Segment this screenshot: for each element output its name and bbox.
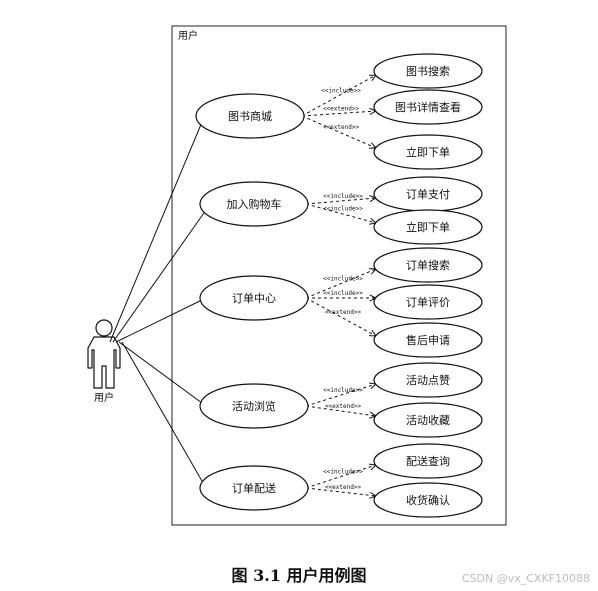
association-line bbox=[121, 341, 207, 489]
use-case-label: 配送查询 bbox=[406, 454, 450, 468]
association-line bbox=[115, 297, 207, 343]
dependency-relations: <<include>> <<extend>> <<extend>> <<include… bbox=[301, 74, 378, 499]
use-case-ellipse bbox=[373, 284, 483, 320]
use-case-c4: 订单支付 bbox=[373, 176, 483, 212]
use-case-c1: 图书搜索 bbox=[373, 53, 483, 89]
use-case-ellipse bbox=[373, 209, 483, 245]
relation-stereotype: <<include>> bbox=[323, 276, 363, 283]
use-case-ellipse bbox=[199, 275, 309, 321]
use-case-label: 图书详情查看 bbox=[395, 100, 461, 114]
relation-stereotype: <<include>> bbox=[323, 469, 363, 476]
use-case-mall: 图书商城 bbox=[195, 93, 305, 139]
use-case-delivery: 订单配送 bbox=[199, 465, 309, 511]
use-case-ellipse bbox=[373, 89, 483, 125]
use-case-label: 活动收藏 bbox=[406, 413, 450, 427]
relation-stereotype: <<include>> bbox=[323, 193, 363, 200]
association-line bbox=[118, 341, 207, 407]
use-case-label: 订单搜索 bbox=[406, 258, 450, 272]
use-case-label: 立即下单 bbox=[406, 220, 450, 234]
relation-line bbox=[301, 74, 377, 117]
relation: <<include>> bbox=[305, 193, 378, 205]
use-case-c3: 立即下单 bbox=[373, 134, 483, 170]
use-case-c8: 售后申请 bbox=[373, 322, 483, 358]
actor-head bbox=[95, 319, 113, 337]
use-case-cart: 加入购物车 bbox=[199, 181, 309, 227]
use-case-ellipse bbox=[373, 402, 483, 438]
relation-line bbox=[305, 464, 377, 489]
relation-stereotype: <<extend>> bbox=[325, 309, 362, 316]
relation-line bbox=[305, 203, 377, 224]
relation-line bbox=[305, 383, 377, 407]
use-case-label: 图书商城 bbox=[228, 109, 272, 123]
use-case-activity: 活动浏览 bbox=[199, 383, 309, 429]
use-case-ellipse bbox=[373, 134, 483, 170]
use-case-c5: 立即下单 bbox=[373, 209, 483, 245]
actor-associations bbox=[109, 121, 207, 489]
association-line bbox=[112, 209, 207, 343]
use-case-ellipse bbox=[373, 53, 483, 89]
use-case-label: 售后申请 bbox=[406, 333, 450, 347]
relation: <<extend>> bbox=[301, 115, 378, 149]
system-boundary-label: 用户 bbox=[178, 29, 198, 42]
use-case-order: 订单中心 bbox=[199, 275, 309, 321]
use-case-label: 活动浏览 bbox=[232, 399, 276, 413]
use-case-label: 活动点赞 bbox=[406, 374, 450, 387]
actor-label: 用户 bbox=[94, 391, 114, 404]
use-case-ellipse bbox=[195, 93, 305, 139]
use-case-ellipse bbox=[199, 465, 309, 511]
use-case-c12: 收货确认 bbox=[373, 482, 483, 518]
relation-stereotype: <<extend>> bbox=[325, 484, 362, 491]
secondary-use-cases: 图书搜索图书详情查看立即下单订单支付立即下单订单搜索订单评价售后申请活动点赞活动… bbox=[373, 53, 483, 518]
use-case-ellipse bbox=[373, 362, 483, 398]
use-case-ellipse bbox=[199, 181, 309, 227]
relation-stereotype: <<extend>> bbox=[323, 124, 360, 131]
use-case-label: 图书搜索 bbox=[406, 64, 450, 78]
use-case-ellipse bbox=[199, 383, 309, 429]
relation-stereotype: <<include>> bbox=[323, 206, 363, 213]
use-case-c2: 图书详情查看 bbox=[373, 89, 483, 125]
use-case-label: 加入购物车 bbox=[227, 197, 282, 211]
use-case-label: 订单评价 bbox=[406, 296, 450, 309]
actor-body bbox=[87, 336, 121, 389]
figure-caption: 图 3.1 用户用例图 bbox=[231, 566, 367, 585]
relation-line bbox=[305, 297, 377, 337]
use-case-c7: 订单评价 bbox=[373, 284, 483, 320]
use-case-label: 订单配送 bbox=[232, 481, 276, 495]
use-case-label: 收货确认 bbox=[406, 493, 450, 507]
system-boundary bbox=[171, 25, 507, 526]
relation-line bbox=[305, 268, 377, 299]
relation-stereotype: <<include>> bbox=[323, 290, 363, 297]
relation: <<extend>> bbox=[301, 106, 378, 117]
use-case-label: 订单中心 bbox=[232, 292, 276, 305]
relation-line bbox=[301, 115, 377, 149]
use-case-label: 立即下单 bbox=[406, 145, 450, 159]
use-case-ellipse bbox=[373, 482, 483, 518]
watermark: CSDN @vx_CXKF10088 bbox=[461, 572, 590, 585]
relation: <<include>> bbox=[305, 203, 378, 225]
relation-stereotype: <<include>> bbox=[323, 387, 363, 394]
use-case-label: 订单支付 bbox=[406, 188, 450, 201]
use-case-ellipse bbox=[373, 443, 483, 479]
relation-line bbox=[301, 110, 377, 117]
relation: <<extend>> bbox=[305, 297, 378, 337]
relation: <<include>> bbox=[306, 290, 378, 302]
relation-stereotype: <<extend>> bbox=[325, 403, 362, 410]
use-case-ellipse bbox=[373, 322, 483, 358]
association-line bbox=[109, 121, 203, 343]
use-case-c11: 配送查询 bbox=[373, 443, 483, 479]
use-case-ellipse bbox=[373, 247, 483, 283]
use-case-c9: 活动点赞 bbox=[373, 362, 483, 398]
use-case-c10: 活动收藏 bbox=[373, 402, 483, 438]
relation: <<extend>> bbox=[305, 484, 378, 499]
relation-arrowhead bbox=[368, 268, 378, 275]
relation-stereotype: <<include>> bbox=[321, 88, 361, 95]
use-case-c6: 订单搜索 bbox=[373, 247, 483, 283]
relation-stereotype: <<extend>> bbox=[323, 106, 360, 113]
actor-user: 用户 bbox=[87, 319, 121, 404]
relation: <<extend>> bbox=[305, 403, 378, 419]
